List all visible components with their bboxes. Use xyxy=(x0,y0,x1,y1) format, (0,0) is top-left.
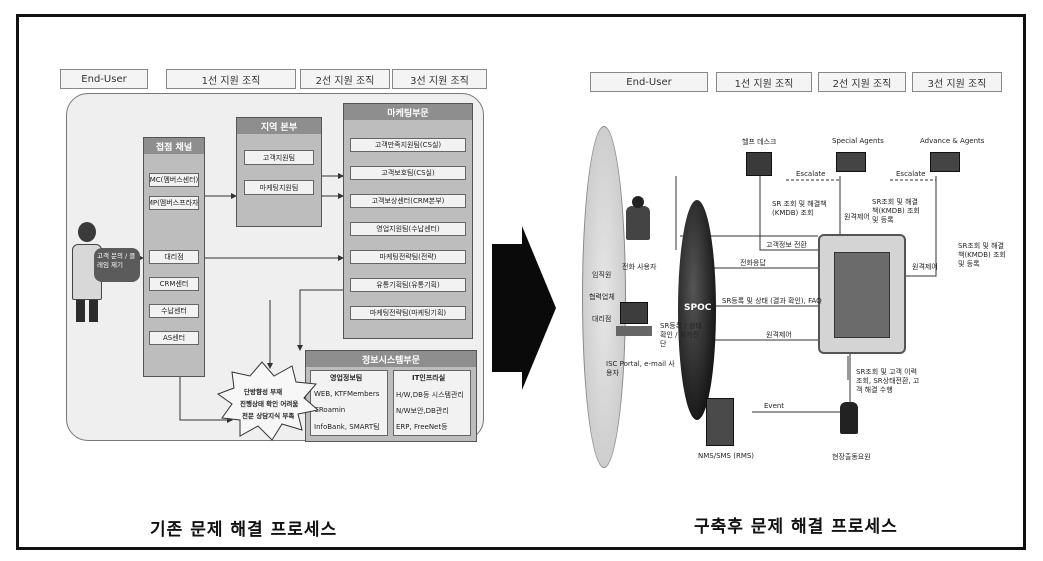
user-group-ellipse xyxy=(582,126,626,468)
marketing-item: 고객보호팀(CS실) xyxy=(350,166,466,180)
infosys-division-title: 정보시스템부문 xyxy=(306,351,476,367)
channel-item: CRM센터 xyxy=(149,277,199,291)
advanced-agents-icon xyxy=(930,152,960,172)
annotation-sr-kmdb: SR조회 및 해결책(KMDB) 조회 및 등록 xyxy=(958,242,1006,268)
marketing-item: 고객만족지원팀(CS실) xyxy=(350,138,466,152)
regional-item: 고객지원팀 xyxy=(244,150,314,165)
problem-item: 단방향성 부재 xyxy=(244,388,283,396)
nms-server-icon xyxy=(706,398,734,446)
central-system-inner xyxy=(834,252,890,338)
annotation-customer-info: 고객정보 전환 xyxy=(766,241,807,249)
right-caption: 구축후 문제 해결 프로세스 xyxy=(694,517,898,537)
infosys-col2-item: ERP, FreeNet등 xyxy=(396,423,448,431)
infosys-col1-item: WEB, KTFMembers xyxy=(314,390,380,398)
channel-item: MC(멤버스센터) xyxy=(149,173,199,187)
annotation-remote: 원격제어 xyxy=(912,263,938,271)
figure-frame xyxy=(16,14,1026,550)
onsite-agent-icon xyxy=(840,402,858,434)
helpdesk-label: 헬프 데스크 xyxy=(742,138,777,146)
annotation-sr-request: SR등록 / 상태 확인 / 자가진단 xyxy=(660,322,702,348)
annotation-onsite: SR조회 및 고객 이력 조회, SR상태전환, 고객 해결 수행 xyxy=(856,368,920,394)
channel-item: AS센터 xyxy=(149,331,199,345)
infosys-col2 xyxy=(393,370,471,436)
marketing-item: 유통기획팀(유통기획) xyxy=(350,278,466,292)
user-group-label: 대리점 xyxy=(592,315,612,323)
channel-item: MP(멤버스프라자) xyxy=(149,196,199,210)
left-header-end-user: End-User xyxy=(60,69,148,89)
right-header-end-user: End-User xyxy=(590,72,708,92)
regional-hq-group: 지역 본부 xyxy=(236,117,322,227)
spoc-label: SPOC xyxy=(684,303,712,313)
infosys-col1 xyxy=(310,370,388,436)
special-agents-label: Special Agents xyxy=(832,137,884,145)
escalate-label: Escalate xyxy=(896,170,926,178)
infosys-col2-item: H/W,DB등 시스템관리 xyxy=(396,391,464,399)
contact-channel-title: 접점 채널 xyxy=(144,138,204,154)
channel-item: 수납센터 xyxy=(149,304,199,318)
phone-user-head xyxy=(632,196,644,208)
portal-user-desk xyxy=(616,326,652,336)
right-header-tier2: 2선 지원 조직 xyxy=(818,72,906,92)
annotation-sr-kmdb: SR조회 및 해결책(KMDB) 조회 및 등록 xyxy=(872,198,920,224)
phone-user-icon xyxy=(626,206,650,240)
left-caption: 기존 문제 해결 프로세스 xyxy=(150,520,338,540)
problem-item: 진행상태 확인 어려움 xyxy=(240,400,299,408)
right-header-tier1: 1선 지원 조직 xyxy=(716,72,812,92)
channel-item: 대리점 xyxy=(149,250,199,264)
regional-item: 마케팅지원팀 xyxy=(244,180,314,195)
marketing-item: 마케팅전략팀(전략) xyxy=(350,250,466,264)
annotation-sr-db: SR 조회 및 해결책(KMDB) 조회 xyxy=(772,200,827,217)
escalate-label: Escalate xyxy=(796,170,826,178)
left-header-tier1: 1선 지원 조직 xyxy=(166,69,296,89)
left-header-tier3: 3선 지원 조직 xyxy=(392,69,487,89)
advanced-agents-label: Advance & Agents xyxy=(920,137,985,145)
user-group-label: 임직원 xyxy=(592,271,612,279)
marketing-division-title: 마케팅부문 xyxy=(344,104,472,120)
annotation-phone-reply: 전화응답 xyxy=(740,259,766,267)
annotation-event: Event xyxy=(764,402,785,410)
annotation-remote: 원격제어 xyxy=(766,331,792,339)
annotation-sr-register: SR등록 및 상태 (결과 확인), FAQ xyxy=(722,297,822,305)
infosys-col1-item: InfoBank, SMART팀 xyxy=(314,423,380,431)
user-speech-text: 고객 문의 / 클레임 제기 xyxy=(97,252,136,269)
phone-user-label: 전화 사용자 xyxy=(622,263,657,271)
infosys-col2-title: IT인프라실 xyxy=(412,374,446,382)
marketing-item: 고객보상센터(CRM본부) xyxy=(350,194,466,208)
right-header-tier3: 3선 지원 조직 xyxy=(912,72,1002,92)
user-group-label: 협력업체 xyxy=(589,293,615,301)
marketing-item: 영업지원팀(수납센터) xyxy=(350,222,466,236)
annotation-remote: 원격제어 xyxy=(844,213,870,221)
portal-user-pc-icon xyxy=(620,302,648,324)
problem-item: 전문 상담지식 부족 xyxy=(242,412,295,420)
spoc-hub xyxy=(678,200,716,420)
helpdesk-icon xyxy=(746,152,772,176)
left-header-tier2: 2선 지원 조직 xyxy=(300,69,390,89)
portal-user-label: ISC Portal, e-mail 사용자 xyxy=(606,360,675,377)
marketing-item: 마케팅전략팀(마케팅기획) xyxy=(350,306,466,320)
nms-label: NMS/SMS (RMS) xyxy=(698,452,755,460)
infosys-col1-title: 영업정보팀 xyxy=(330,374,363,382)
user-speech-bubble: 고객 문의 / 클레임 제기 xyxy=(94,248,140,282)
infosys-col1-item: CRoamin xyxy=(314,406,346,414)
onsite-agent-label: 현장출동요원 xyxy=(832,453,871,461)
infosys-col2-item: N/W보안,DB관리 xyxy=(396,407,449,415)
regional-hq-title: 지역 본부 xyxy=(237,118,321,134)
special-agents-icon xyxy=(836,152,866,172)
